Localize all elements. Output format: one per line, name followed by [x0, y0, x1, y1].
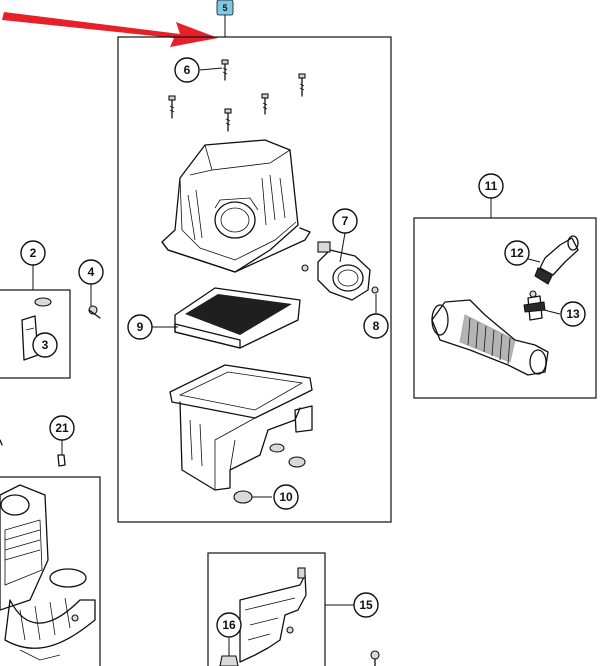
inlet-duct-part [0, 484, 96, 661]
bracket-detail-frame [0, 289, 71, 379]
callout-4[interactable]: 4 [78, 259, 104, 285]
callout-6[interactable]: 6 [174, 57, 200, 83]
callout-number: 8 [373, 319, 380, 333]
callout-13[interactable]: 13 [560, 301, 586, 327]
callout-number: 4 [88, 265, 95, 279]
callout-number: 6 [184, 63, 191, 77]
callout-11[interactable]: 11 [478, 173, 504, 199]
callout-number: 21 [55, 421, 69, 435]
outlet-duct-frame [413, 217, 597, 399]
air-cleaner-assembly-frame [117, 36, 392, 523]
small-screw-bottom-right [370, 650, 380, 666]
red-pointer-arrow [2, 12, 218, 47]
callout-circle [560, 301, 586, 327]
edge-mark [0, 439, 3, 446]
mass-air-flow-sensor [301, 241, 371, 301]
callout-number: 3 [42, 338, 49, 352]
callout-number: 16 [222, 618, 236, 632]
callout-circle [49, 415, 75, 441]
support-bracket-part [239, 567, 307, 663]
callout-2[interactable]: 2 [20, 240, 46, 266]
callout-number: 10 [279, 490, 293, 504]
callout-circle [127, 314, 153, 340]
callout-circle [353, 592, 379, 618]
highlight-badge-label: 5 [222, 3, 227, 13]
air-filter-element [174, 287, 301, 349]
callout-7[interactable]: 7 [332, 208, 358, 234]
connector-item-13 [523, 290, 546, 321]
callout-9[interactable]: 9 [127, 314, 153, 340]
callout-labels: 2 3 4 6 7 8 9 10 11 12 13 15 16 21 [20, 57, 586, 638]
callout-number: 2 [30, 246, 37, 260]
support-bracket-frame [207, 552, 326, 666]
callout-21[interactable]: 21 [49, 415, 75, 441]
leader-lines [152, 67, 561, 656]
callout-circle [20, 240, 46, 266]
bolts-group [168, 59, 306, 132]
inlet-duct-frame [0, 476, 101, 666]
callout-12[interactable]: 12 [504, 240, 530, 266]
callout-number: 7 [342, 214, 349, 228]
callout-circle [216, 612, 242, 638]
breather-hose-item-12 [534, 235, 579, 285]
callout-number: 9 [137, 320, 144, 334]
air-box-lower-tray [169, 364, 313, 491]
highlight-badge-5[interactable]: 5 [216, 0, 234, 16]
callout-circle [363, 313, 389, 339]
sensor-screw [371, 286, 379, 294]
air-box-cover [161, 139, 311, 273]
clip-item-21 [57, 440, 66, 467]
callout-circle [478, 173, 504, 199]
callout-8[interactable]: 8 [363, 313, 389, 339]
callout-16[interactable]: 16 [216, 612, 242, 638]
callout-15[interactable]: 15 [353, 592, 379, 618]
callout-10[interactable]: 10 [273, 484, 299, 510]
callout-circle [504, 240, 530, 266]
callout-circle [273, 484, 299, 510]
callout-number: 13 [566, 307, 580, 321]
callout-number: 12 [510, 246, 524, 260]
callout-circle [332, 208, 358, 234]
callout-circle [32, 332, 58, 358]
callout-number: 11 [485, 179, 498, 193]
callout-circle [78, 259, 104, 285]
callout-3[interactable]: 3 [32, 332, 58, 358]
callout-circle [174, 57, 200, 83]
callout-number: 15 [359, 598, 373, 612]
fastener-item-4 [88, 284, 101, 319]
nut-item-16 [219, 655, 239, 666]
outlet-duct-part [431, 299, 549, 376]
